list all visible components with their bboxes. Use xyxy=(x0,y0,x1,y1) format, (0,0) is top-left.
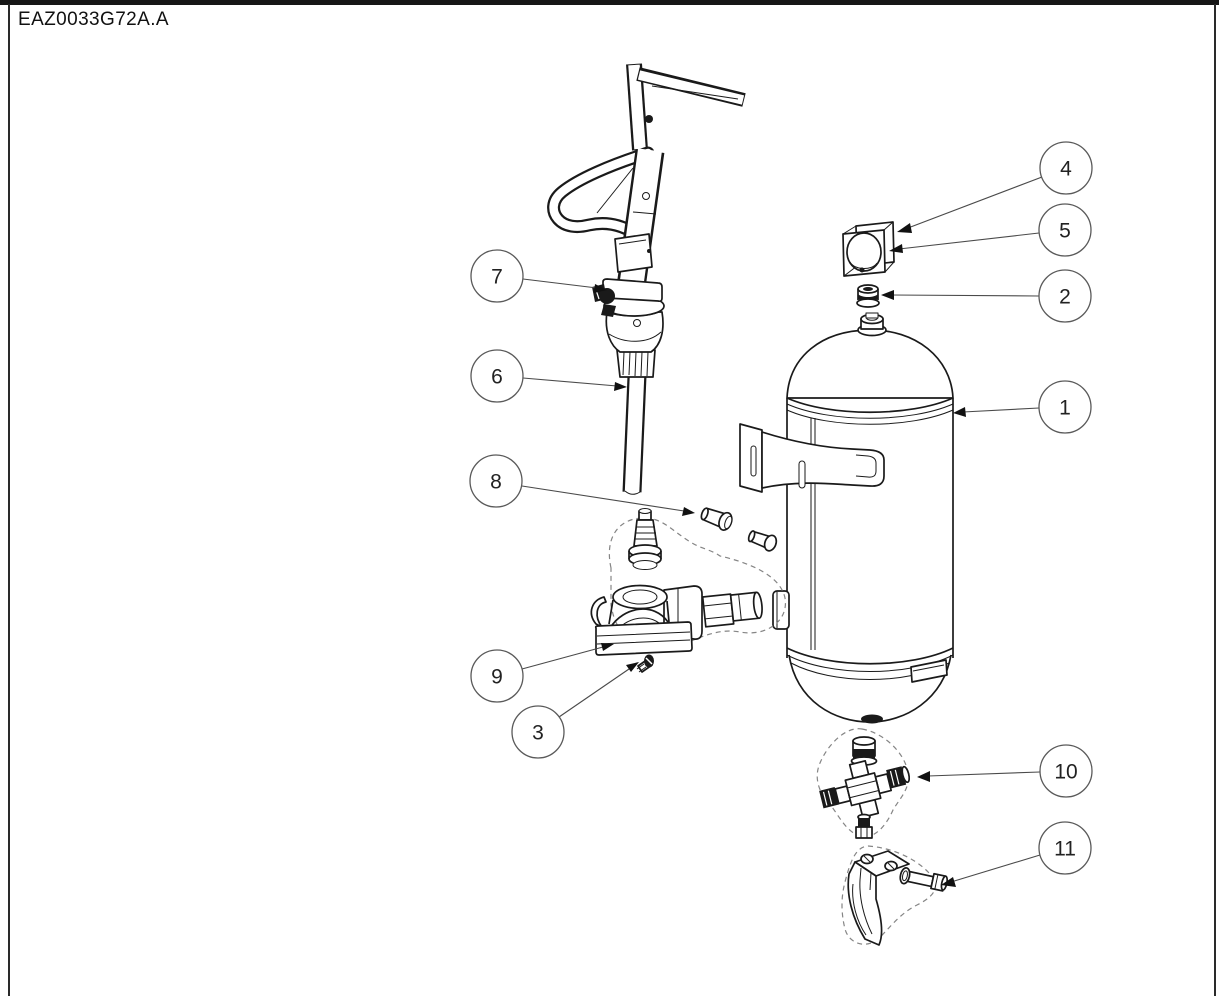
callout-10: 10 xyxy=(1039,744,1093,798)
drawing-number: EAZ0033G72A.A xyxy=(18,9,169,30)
cross-fitting-assembly-drawing xyxy=(816,728,911,839)
svg-text:9: 9 xyxy=(491,666,503,689)
callout-6: 6 xyxy=(470,349,524,403)
page-border-right xyxy=(1214,4,1216,996)
svg-text:11: 11 xyxy=(1054,838,1076,861)
callout-7: 7 xyxy=(470,249,524,303)
spray-gun-wand-drawing xyxy=(547,63,746,495)
svg-text:1: 1 xyxy=(1059,397,1071,420)
svg-text:6: 6 xyxy=(491,366,503,389)
tank-drawing xyxy=(772,312,954,724)
callout-8: 8 xyxy=(469,454,523,508)
svg-text:4: 4 xyxy=(1060,158,1072,181)
callouts: 1 2 3 4 5 6 7 xyxy=(469,141,1093,875)
grommet-drawing xyxy=(856,284,880,308)
callout-9: 9 xyxy=(470,649,524,703)
svg-text:10: 10 xyxy=(1054,761,1077,784)
leader-lines xyxy=(521,176,1043,887)
callout-5: 5 xyxy=(1038,203,1092,257)
gauge-housing-drawing xyxy=(842,221,895,277)
mounting-screws-drawing xyxy=(700,507,778,552)
svg-text:2: 2 xyxy=(1059,286,1071,309)
callout-1: 1 xyxy=(1038,380,1092,434)
wand-tube-drawing xyxy=(622,375,647,495)
svg-text:8: 8 xyxy=(490,471,502,494)
wand-clamp-drawing xyxy=(592,278,663,317)
valve-assembly-drawing xyxy=(590,508,786,656)
drain-screw-drawing xyxy=(636,654,654,673)
callout-4: 4 xyxy=(1039,141,1093,195)
svg-text:7: 7 xyxy=(491,266,503,289)
page-border-left xyxy=(8,4,10,996)
callout-2: 2 xyxy=(1038,269,1092,323)
svg-text:3: 3 xyxy=(532,722,544,745)
callout-11: 11 xyxy=(1038,821,1092,875)
svg-text:5: 5 xyxy=(1059,220,1071,243)
callout-3: 3 xyxy=(511,705,565,759)
tank-mounting-band-drawing xyxy=(739,423,885,493)
wand-holder-bracket-drawing xyxy=(841,845,949,946)
page-border-top xyxy=(0,0,1219,5)
